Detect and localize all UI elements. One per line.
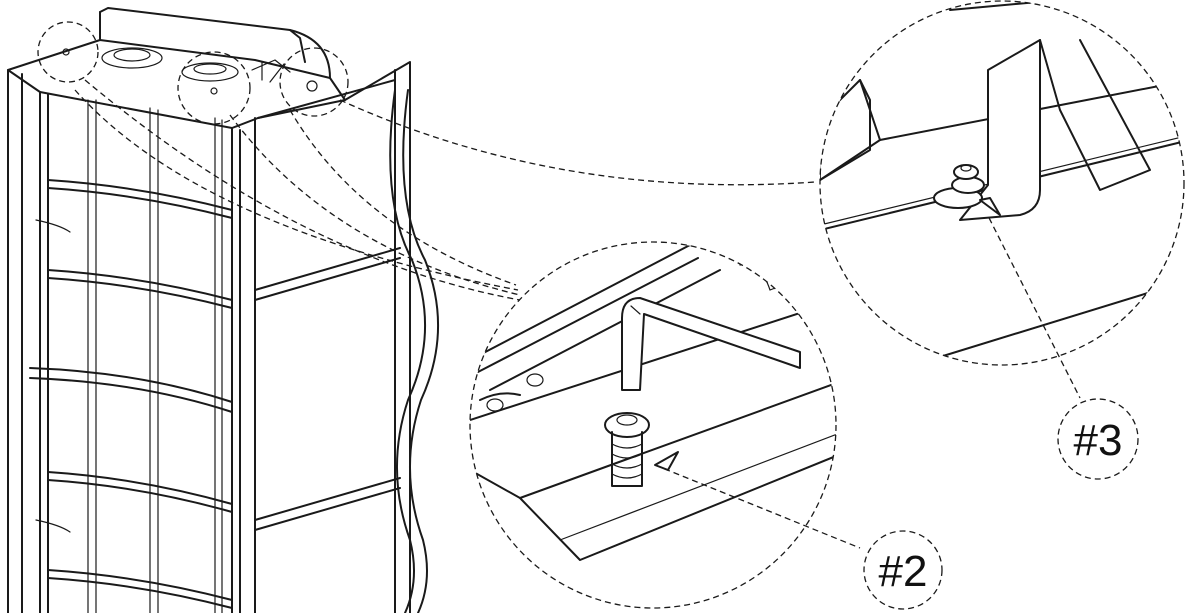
callout-step-3-label: #3: [1074, 416, 1123, 465]
leader-lines: [74, 79, 1081, 549]
detail-view-bracket: [819, 0, 1185, 366]
tower-frame: [7, 7, 440, 613]
callout-step-3: #3: [1057, 398, 1139, 480]
callout-step-2-label: #2: [879, 547, 928, 596]
detail-view-screw: [469, 241, 837, 609]
callout-step-2: #2: [863, 530, 943, 610]
